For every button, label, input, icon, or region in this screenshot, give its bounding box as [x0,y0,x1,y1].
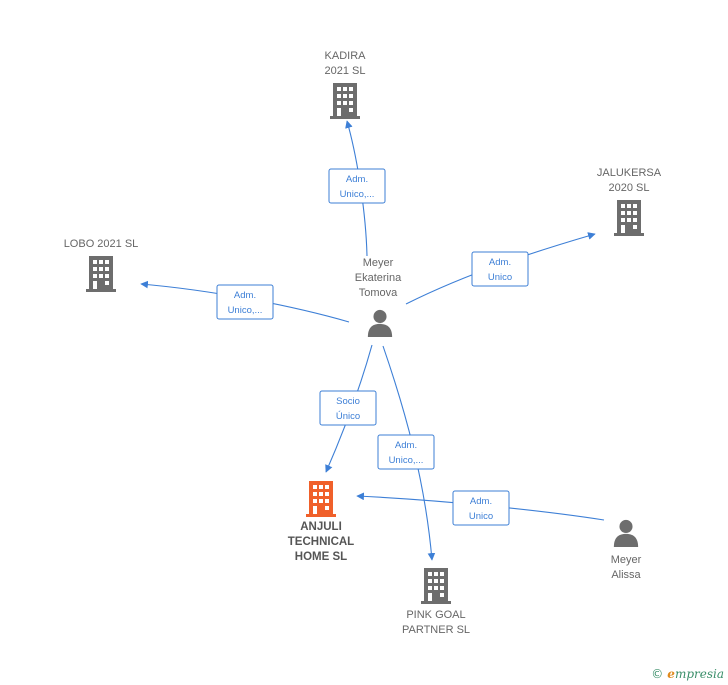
node-label: 2021 SL [325,65,366,77]
node-label: PARTNER SL [402,624,470,636]
edge-label-text: Adm. [395,440,417,451]
edge-label-box[interactable] [377,434,435,470]
edge-label-text: Unico [488,272,512,283]
edge-label-box[interactable] [328,168,386,204]
building-icon [86,256,116,292]
node-anjuli[interactable]: ANJULI TECHNICAL HOME SL [288,481,354,563]
edge-label-text: Unico,... [389,455,424,466]
brand-name: mpresia [674,667,724,681]
building-icon [330,83,360,119]
brand-initial: e [667,667,675,681]
building-icon [421,568,451,604]
edges-layer: Adm.Unico,...Adm.UnicoAdm.Unico,...Socio… [140,120,605,561]
edge-label-text: Adm. [489,257,511,268]
edge-label-text: Socio [336,396,360,407]
edge-label-box[interactable] [471,251,529,287]
node-pink-goal[interactable]: PINK GOAL PARTNER SL [402,568,470,636]
node-label: Ekaterina [355,272,402,284]
node-jalukersa[interactable]: JALUKERSA 2020 SL [597,167,662,236]
edge-label-text: Unico [469,511,493,522]
edge-label-text: Único [336,411,360,422]
node-label: Tomova [359,287,398,299]
edge-label-text: Unico,... [228,305,263,316]
node-lobo[interactable]: LOBO 2021 SL [64,238,139,292]
node-label: HOME SL [295,551,347,563]
node-label: PINK GOAL [406,609,465,621]
edge-label-box[interactable] [319,390,377,426]
node-label: Meyer [611,554,642,566]
node-label: LOBO 2021 SL [64,238,139,250]
node-label: JALUKERSA [597,167,662,179]
person-icon [367,309,393,337]
edge-meyer-ekaterina-to-jalukersa: Adm. Unico [405,232,596,305]
edge-label-text: Unico,... [340,189,375,200]
node-label: Alissa [611,569,641,581]
node-label: KADIRA [325,50,367,62]
node-label: TECHNICAL [288,536,354,548]
edge-label-box[interactable] [216,284,274,320]
edge-label-box[interactable] [452,490,510,526]
copyright-symbol: © [651,667,664,681]
nodes-layer: KADIRA 2021 SL JALUKERSA 2020 SL LOBO 2021 S… [64,50,662,636]
node-label: 2020 SL [609,182,650,194]
empresia-brand: ©empresia [651,667,724,681]
node-label: ANJULI [300,521,342,533]
person-icon [613,519,639,547]
building-icon [614,200,644,236]
node-kadira[interactable]: KADIRA 2021 SL [325,50,367,119]
edge-meyer-alissa-to-anjuli: Adm. Unico [356,490,605,526]
edge-meyer-ekaterina-to-lobo: Adm. Unico,... [140,280,350,323]
edge-label-text: Adm. [346,174,368,185]
edge-meyer-ekaterina-to-pink-goal: Adm. Unico,... [377,345,436,561]
edge-label-text: Adm. [470,496,492,507]
node-label: Meyer [363,257,394,269]
edge-meyer-ekaterina-to-kadira: Adm. Unico,... [328,120,386,257]
edge-label-text: Adm. [234,290,256,301]
building-icon [306,481,336,517]
